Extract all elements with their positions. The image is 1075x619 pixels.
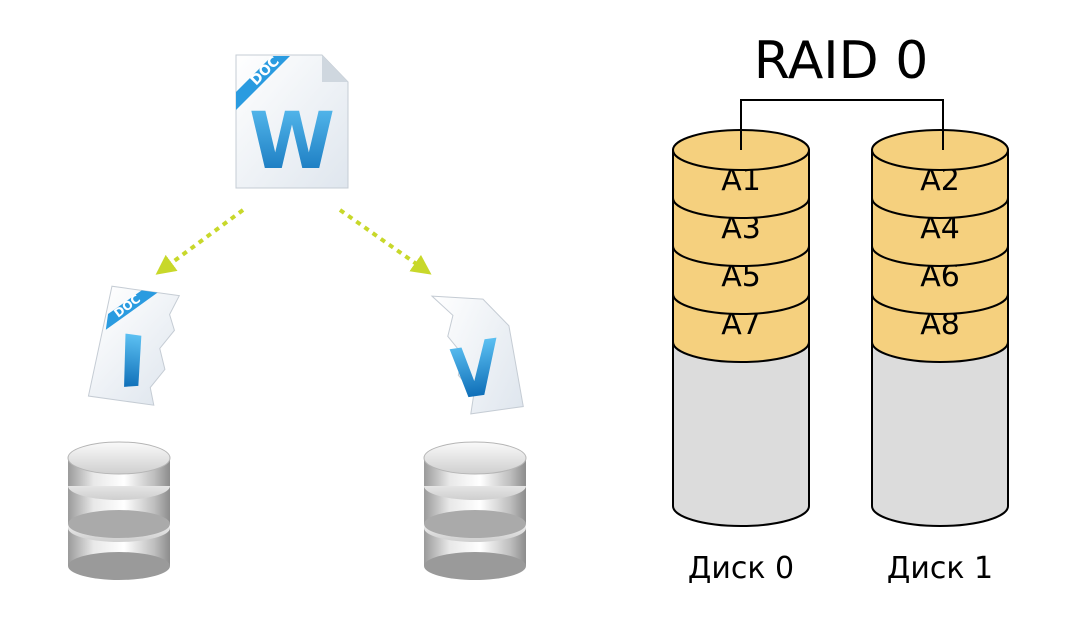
fragment-left-icon: DOC (87, 285, 181, 406)
disk-label: Диск 0 (688, 551, 794, 586)
source-doc-letter: W (249, 97, 335, 187)
database-icon-right (423, 441, 527, 580)
fragment-right-icon (430, 295, 524, 415)
split-arrow-right (338, 208, 432, 275)
disk-top-cap (871, 129, 1009, 171)
split-arrow-left (155, 208, 245, 275)
disk-empty-space (871, 341, 1009, 527)
database-icon-left (67, 441, 171, 580)
disk-empty-space (672, 341, 810, 527)
source-document-icon: DOC W (235, 54, 349, 189)
raid-connector (740, 99, 944, 150)
disk-label: Диск 1 (887, 551, 993, 586)
raid-title: RAID 0 (754, 31, 929, 91)
